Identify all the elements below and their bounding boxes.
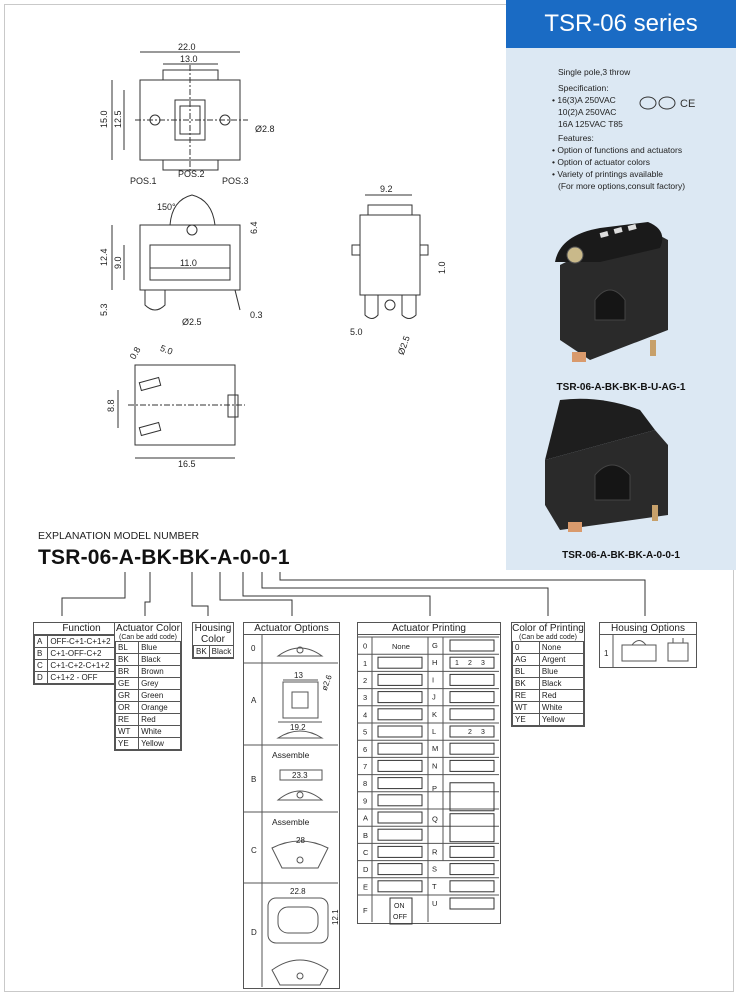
features-heading: Features: bbox=[558, 133, 594, 143]
spec-rating-3: 16A 125VAC T85 bbox=[558, 119, 623, 129]
actuator-printing-title: Actuator Printing bbox=[358, 623, 500, 635]
actuator-color-title: Actuator Color bbox=[116, 623, 180, 634]
spec-heading: Specification: bbox=[558, 83, 609, 93]
spec-pole: Single pole,3 throw bbox=[558, 67, 631, 77]
actuator-options-table: Actuator Options bbox=[243, 622, 340, 989]
spec-rating-2: 10(2)A 250VAC bbox=[558, 107, 617, 117]
actuator-printing-table: Actuator Printing bbox=[357, 622, 501, 924]
feature-4: (For more options,consult factory) bbox=[558, 181, 686, 191]
function-title: Function bbox=[34, 623, 129, 635]
spec-block: Single pole,3 throw Specification: • 16(… bbox=[552, 66, 686, 192]
spec-rating-1: • 16(3)A 250VAC bbox=[552, 95, 616, 105]
color-printing-sub: (Can be add code) bbox=[519, 634, 577, 641]
feature-3: • Variety of printings available bbox=[552, 169, 664, 179]
color-printing-title: Color of Printing bbox=[512, 623, 584, 634]
series-title: TSR-06 series bbox=[506, 0, 736, 48]
actuator-options-title: Actuator Options bbox=[244, 623, 339, 635]
model-number: TSR-06-A-BK-BK-A-0-0-1 bbox=[38, 546, 290, 569]
housing-options-table: Housing Options bbox=[599, 622, 697, 668]
housing-options-title: Housing Options bbox=[600, 623, 696, 635]
explanation-heading: EXPLANATION MODEL NUMBER bbox=[38, 530, 200, 542]
feature-2: • Option of actuator colors bbox=[552, 157, 650, 167]
feature-1: • Option of functions and actuators bbox=[552, 145, 683, 155]
actuator-color-sub: (Can be add code) bbox=[119, 634, 177, 641]
